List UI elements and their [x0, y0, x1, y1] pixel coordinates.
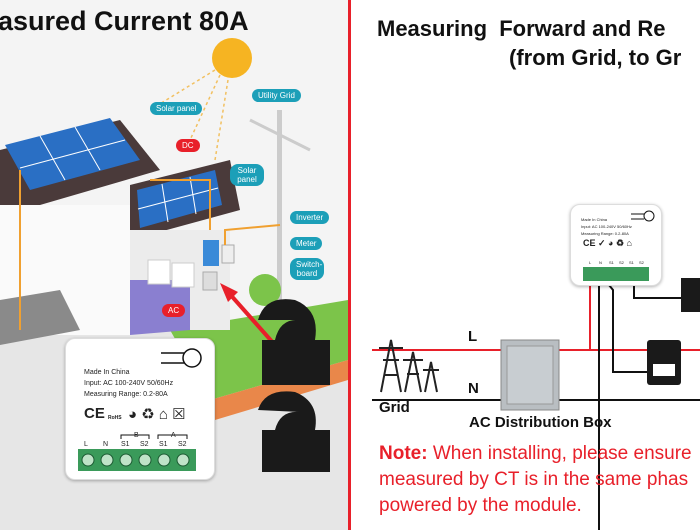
- line-l-label: L: [468, 328, 478, 345]
- wiring-diagram: [372, 278, 700, 530]
- label-switchboard: Switch-board: [290, 258, 324, 280]
- label-ac: AC: [162, 304, 186, 317]
- label-dc: DC: [176, 139, 200, 152]
- terminal-label: S2: [619, 260, 624, 265]
- solar-panel: [137, 170, 222, 228]
- left-panel: asured Current 80A Solar panel DC Solar …: [0, 0, 348, 530]
- ct-clamp: [647, 340, 681, 385]
- distribution-box-label: AC Distribution Box: [469, 414, 612, 431]
- note-line-3: powered by the module.: [379, 495, 582, 516]
- label-inverter: Inverter: [290, 211, 330, 224]
- terminal-label: L: [84, 441, 88, 448]
- right-panel: Measuring Forward and Re (from Grid, to G…: [351, 0, 700, 530]
- switchboard: [202, 271, 218, 291]
- install-note: Note: When installing, please ensure mea…: [379, 441, 692, 519]
- ct-clamp: [681, 278, 700, 312]
- divider: [348, 0, 351, 530]
- module-range: Measuring Range: 0.2-80A: [84, 391, 168, 398]
- terminal-label: N: [103, 441, 109, 448]
- note-prefix: Note:: [379, 443, 428, 464]
- terminal-label: S1: [629, 260, 634, 265]
- grid-label: Grid: [379, 399, 410, 416]
- terminal-label: S1: [609, 260, 614, 265]
- note-line-1: When installing, please ensure: [427, 443, 692, 464]
- title-line-2: (from Grid, to Gr: [509, 45, 682, 70]
- terminal-label: S2: [178, 441, 187, 448]
- module-made-in: Made In China: [84, 369, 130, 376]
- label-solar-panel: Solar panel: [150, 102, 203, 115]
- terminal-label: L: [589, 260, 592, 265]
- ce-mark-icon: CE: [84, 405, 105, 422]
- energy-meter-module: Made In China Input: AC 100-240V 50/60Hz…: [65, 338, 215, 480]
- cert-icons: CE ✓ ◕ ♻ ⌂: [583, 238, 632, 248]
- arrow: [226, 290, 277, 347]
- terminal-block: [583, 267, 649, 281]
- label-utility-grid: Utility Grid: [252, 89, 301, 102]
- terminal-label: S1: [121, 441, 130, 448]
- sun-icon: [212, 38, 252, 78]
- terminal-label: S2: [140, 441, 149, 448]
- terminal-label: N: [599, 260, 602, 265]
- line-n-label: N: [468, 380, 479, 397]
- module-made-in: Made In China: [581, 217, 608, 222]
- module-input: Input: AC 100-240V 50/60Hz: [84, 380, 174, 387]
- inverter: [203, 240, 219, 266]
- group-a-label: A: [171, 432, 176, 439]
- page-title: asured Current 80A: [0, 6, 249, 36]
- pylon-icon: [379, 339, 439, 393]
- terminal-label: S1: [159, 441, 168, 448]
- module-range: Measuring Range: 0.2-80A: [581, 231, 629, 236]
- recycle-icon: ◕ ♻ ⌂ ☒: [128, 406, 186, 423]
- label-meter: Meter: [290, 237, 323, 250]
- meter: [221, 244, 235, 264]
- energy-meter-module-right: Made In China Input: AC 100-240V 50/60Hz…: [570, 204, 662, 286]
- ct-clamp: [258, 299, 330, 472]
- title-line-1: Measuring Forward and Re: [377, 16, 666, 41]
- module-input: Input: AC 100-240V 50/60Hz: [581, 224, 632, 229]
- terminal-label: S2: [639, 260, 644, 265]
- group-b-label: B: [134, 432, 139, 439]
- label-solar-panel-2: Solar panel: [230, 164, 264, 186]
- note-line-2: measured by CT is in the same phas: [379, 469, 689, 490]
- button-icon: [182, 348, 202, 368]
- rohs-icon: RoHS: [108, 415, 122, 421]
- right-title: Measuring Forward and Re (from Grid, to G…: [377, 14, 681, 72]
